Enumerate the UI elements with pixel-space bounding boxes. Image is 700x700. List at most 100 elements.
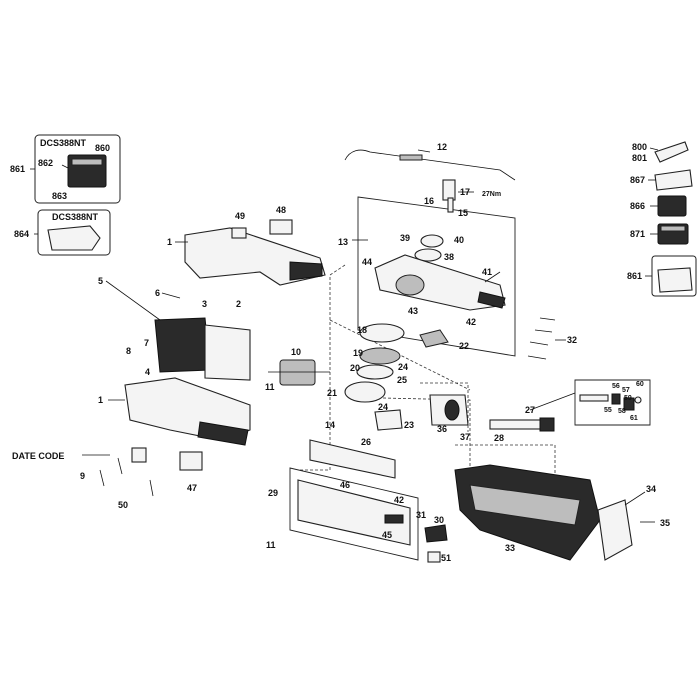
motor-assembly [154, 317, 251, 381]
callout-11-upper: 11 [265, 382, 275, 392]
date-code-label: DATE CODE [12, 451, 64, 461]
label-50 [131, 447, 147, 463]
armature [268, 359, 330, 386]
callout-866: 866 [630, 201, 645, 211]
label-47 [179, 451, 203, 471]
bottom-cover-frame [289, 467, 419, 561]
bearing-set [414, 234, 444, 262]
callout-60: 60 [636, 381, 644, 388]
callout-24-upper: 24 [398, 362, 408, 372]
callout-9: 9 [80, 471, 85, 481]
callout-43: 43 [408, 306, 418, 316]
callout-30: 30 [434, 515, 444, 525]
gear-housing [374, 254, 506, 311]
housing-screws [99, 457, 154, 497]
label-48 [269, 219, 293, 235]
accessory-charger [648, 169, 693, 191]
callout-34: 34 [646, 484, 656, 494]
bottom-cover [297, 479, 411, 546]
callout-3: 3 [202, 299, 207, 309]
screws-set [527, 317, 556, 360]
callout-40: 40 [454, 235, 464, 245]
housing-half-bottom [124, 377, 251, 446]
accessory-battery-small [650, 195, 687, 217]
callout-49: 49 [235, 211, 245, 221]
callout-44: 44 [362, 257, 372, 267]
pivot-shoe [597, 499, 655, 561]
callout-7: 7 [144, 338, 149, 348]
callout-51: 51 [441, 553, 451, 563]
callout-867: 867 [630, 175, 645, 185]
plunger-shaft [489, 417, 555, 432]
callout-14: 14 [325, 420, 335, 430]
gear-housing-frame [357, 196, 516, 357]
accessory-case [645, 255, 697, 297]
accessory-battery [650, 223, 689, 245]
callout-47: 47 [187, 483, 197, 493]
callout-29: 29 [268, 488, 278, 498]
assembly-dash-lines [300, 264, 556, 510]
callout-1-upper: 1 [167, 237, 172, 247]
callout-18: 18 [357, 325, 367, 335]
callout-17: 17 [460, 187, 470, 197]
callout-31: 31 [416, 510, 426, 520]
callout-16: 16 [424, 196, 434, 206]
callout-861-left: 861 [10, 164, 25, 174]
guide-plate [419, 329, 449, 348]
callout-800: 800 [632, 142, 647, 152]
gear-stack [356, 323, 405, 380]
callout-61: 61 [630, 415, 638, 422]
bolt-torque [442, 179, 456, 213]
callout-38: 38 [444, 252, 454, 262]
torque-note: 27Nm [482, 191, 501, 198]
accessory-adapter [649, 141, 689, 163]
callout-45: 45 [382, 530, 392, 540]
callout-33: 33 [505, 543, 515, 553]
callout-6: 6 [155, 288, 160, 298]
callout-871: 871 [630, 229, 645, 239]
clamp-assembly [429, 394, 469, 426]
callout-42-lower: 42 [394, 495, 404, 505]
housing-half-top [184, 227, 326, 286]
callout-numbers: 860 861 862 863 864 800 801 867 866 871 … [10, 142, 670, 563]
callout-56: 56 [612, 383, 620, 390]
callout-39: 39 [400, 233, 410, 243]
callout-5: 5 [98, 276, 103, 286]
callout-10: 10 [291, 347, 301, 357]
holder-kit-model: DCS388NT [52, 212, 99, 222]
callout-22: 22 [459, 341, 469, 351]
cable-harness [344, 149, 516, 181]
nose-housing [454, 464, 601, 561]
blade-clamp-small-parts [579, 393, 642, 411]
callout-21: 21 [327, 388, 337, 398]
battery-kit-model: DCS388NT [40, 138, 87, 148]
callout-4: 4 [145, 367, 150, 377]
callout-20: 20 [350, 363, 360, 373]
callout-11-lower: 11 [266, 540, 276, 550]
blade-clamp-frame [574, 379, 651, 426]
slider-block [374, 409, 403, 431]
callout-46: 46 [340, 480, 350, 490]
callout-37: 37 [460, 432, 470, 442]
callout-57: 57 [622, 387, 630, 394]
callout-801: 801 [632, 153, 647, 163]
callout-48: 48 [276, 205, 286, 215]
callout-864: 864 [14, 229, 29, 239]
callout-861-right: 861 [627, 271, 642, 281]
callout-32: 32 [567, 335, 577, 345]
callout-59: 59 [624, 395, 632, 402]
callout-27: 27 [525, 405, 535, 415]
callout-55: 55 [604, 407, 612, 414]
counterweight-plate [309, 439, 396, 479]
callout-2: 2 [236, 299, 241, 309]
callout-13: 13 [338, 237, 348, 247]
callout-24-lower: 24 [378, 402, 388, 412]
callout-28: 28 [494, 433, 504, 443]
leader-lines [82, 149, 646, 506]
holder-kit-box: DCS388NT [34, 209, 111, 256]
battery-kit-box: DCS388NT [30, 134, 121, 204]
callout-862: 862 [38, 158, 53, 168]
callout-42-upper: 42 [466, 317, 476, 327]
callout-1-lower: 1 [98, 395, 103, 405]
